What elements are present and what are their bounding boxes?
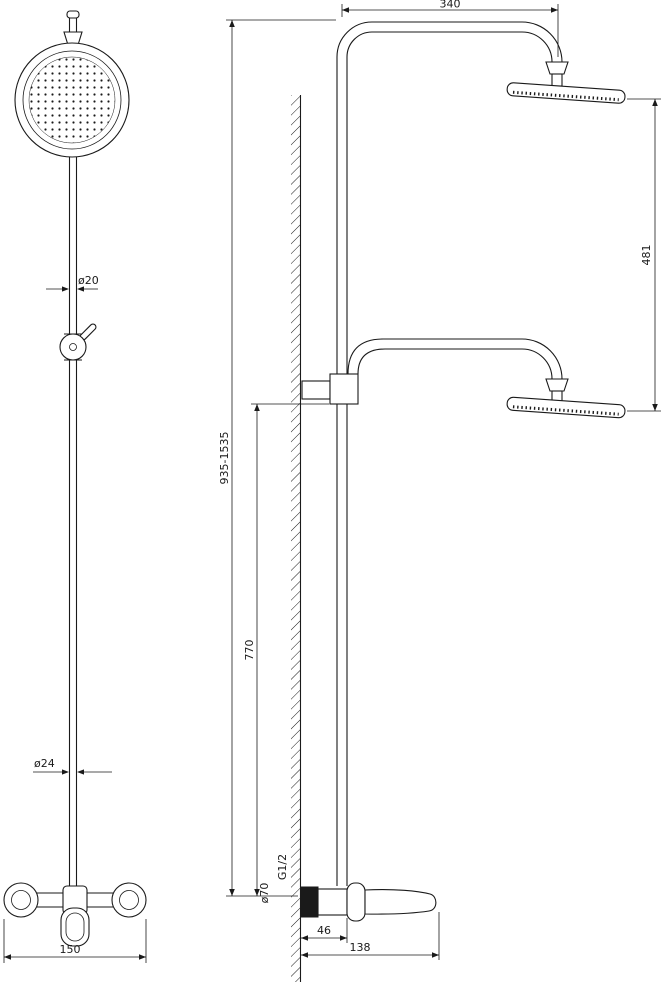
dimension-935-1535: 935-1535 bbox=[218, 19, 336, 897]
dimension-46: 46 bbox=[301, 918, 348, 943]
mixer-side bbox=[300, 882, 437, 922]
dimension-770: 770 bbox=[243, 403, 329, 896]
dim-arrow bbox=[229, 20, 235, 27]
dim-arrow bbox=[301, 952, 308, 958]
dim-arrow bbox=[342, 7, 349, 13]
dimension-138: 138 bbox=[301, 912, 440, 960]
dim-arrow bbox=[432, 952, 439, 958]
dim-arrow bbox=[139, 954, 146, 960]
front-view: ø20 ø24 bbox=[3, 10, 147, 963]
dim-label-46: 46 bbox=[317, 924, 331, 937]
dim-arrow bbox=[301, 935, 308, 941]
dimension-pipe-dia-20: ø20 bbox=[46, 274, 99, 292]
dim-arrow bbox=[4, 954, 11, 960]
riser-top-cap bbox=[66, 10, 80, 19]
dimension-340: 340 bbox=[341, 0, 559, 57]
dim-arrow bbox=[254, 404, 260, 411]
wall-bracket bbox=[301, 380, 331, 400]
shower-head-rim bbox=[22, 50, 122, 150]
label-escutcheon-dia: ø70 bbox=[258, 883, 271, 904]
dim-arrow bbox=[551, 7, 558, 13]
slider-bracket bbox=[59, 323, 97, 361]
wall-hatching bbox=[291, 95, 301, 982]
dim-arrow bbox=[62, 286, 69, 292]
mixer-lever-side bbox=[364, 889, 437, 915]
dim-label-o24: ø24 bbox=[34, 757, 55, 770]
valve-body-side bbox=[317, 888, 348, 916]
mixer-front bbox=[3, 882, 147, 947]
dim-label-150: 150 bbox=[60, 943, 81, 956]
upper-shower-arm bbox=[336, 21, 569, 87]
dim-label-138: 138 bbox=[350, 941, 371, 954]
riser-collar bbox=[329, 373, 359, 405]
side-view: 340 481 935-1535 770 bbox=[218, 0, 661, 982]
shower-head-nozzle-face bbox=[28, 56, 116, 144]
dim-arrow bbox=[62, 769, 69, 775]
dim-label-481: 481 bbox=[640, 245, 653, 266]
dim-arrow bbox=[229, 889, 235, 896]
upper-head-side bbox=[506, 82, 626, 104]
dim-label-770: 770 bbox=[243, 640, 256, 661]
mixer-flange-right bbox=[111, 882, 147, 918]
dim-arrow bbox=[77, 286, 84, 292]
head-joint-upper bbox=[545, 61, 569, 75]
valve-cap bbox=[346, 882, 366, 922]
head-joint-lower bbox=[545, 378, 569, 392]
dim-arrow bbox=[254, 889, 260, 896]
dim-arrow bbox=[652, 99, 658, 106]
wall-escutcheon bbox=[300, 886, 319, 918]
mixer-handle-front bbox=[60, 907, 90, 947]
dimension-150: 150 bbox=[3, 919, 147, 963]
mixer-flange-left bbox=[3, 882, 39, 918]
dim-label-340: 340 bbox=[440, 0, 461, 11]
slider-knob bbox=[59, 333, 87, 361]
lower-head-side bbox=[506, 396, 626, 419]
dim-label-total-height: 935-1535 bbox=[218, 432, 231, 485]
dim-arrow bbox=[340, 935, 347, 941]
dim-arrow bbox=[652, 404, 658, 411]
dimension-481: 481 bbox=[627, 98, 661, 412]
upper-head-nozzles bbox=[512, 90, 619, 102]
dim-arrow bbox=[77, 769, 84, 775]
lower-shower-arm bbox=[301, 338, 569, 405]
lower-head-nozzles bbox=[512, 405, 619, 416]
label-thread-g12: G1/2 bbox=[276, 854, 289, 880]
dimension-pipe-dia-24: ø24 bbox=[33, 757, 112, 775]
dim-label-o20: ø20 bbox=[78, 274, 99, 287]
